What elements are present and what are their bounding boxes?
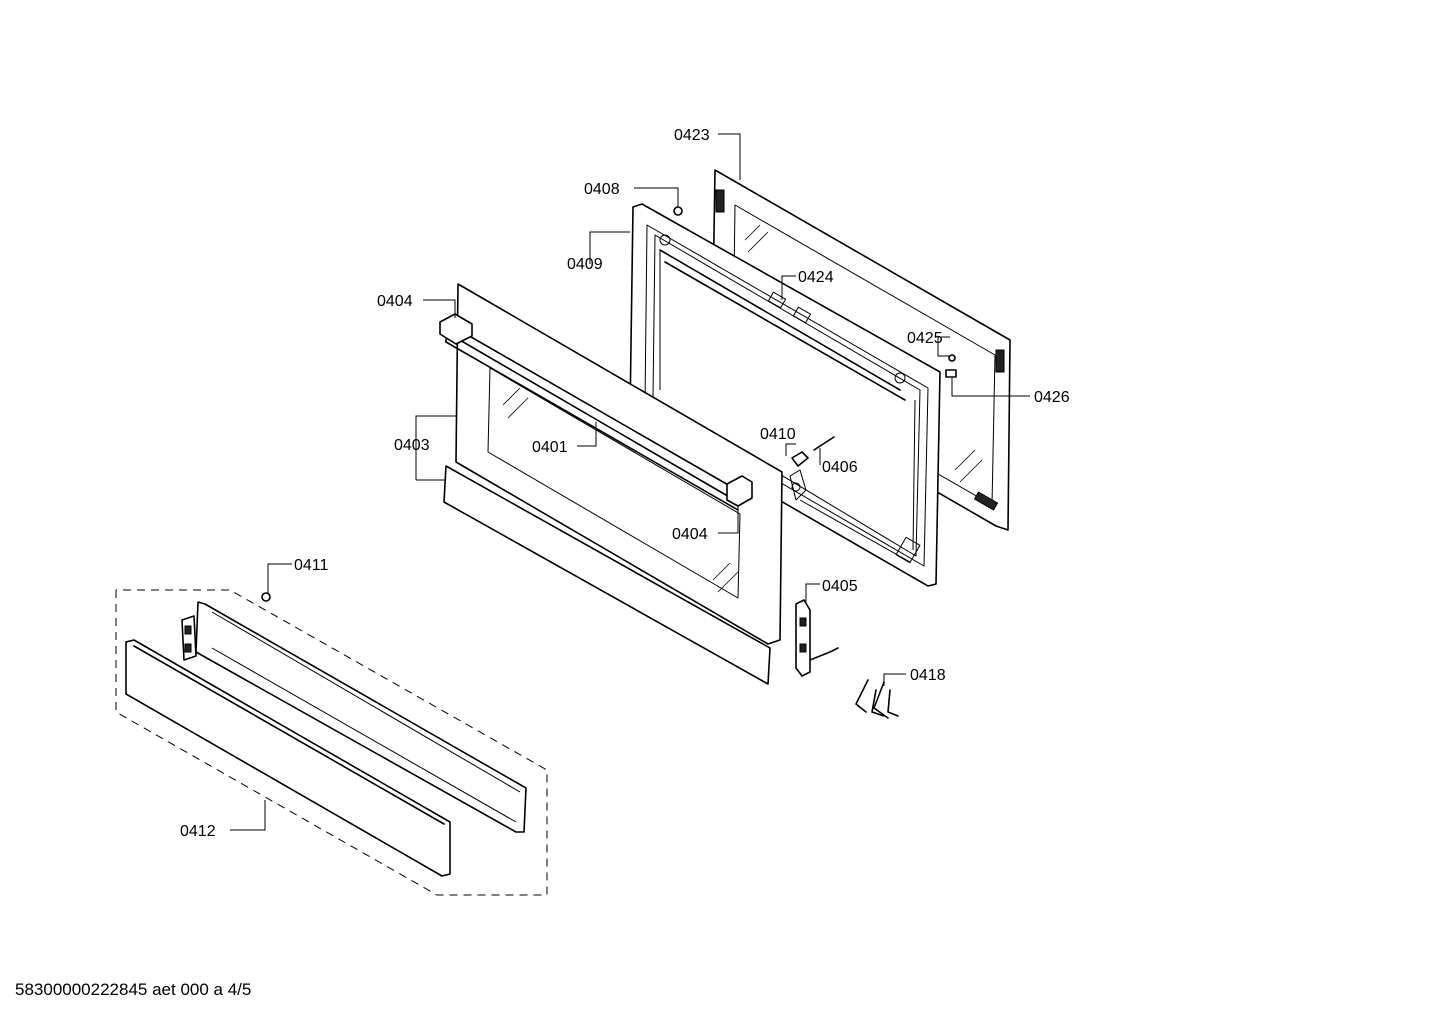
callout-0412: 0412 — [180, 823, 216, 840]
callout-0423: 0423 — [674, 127, 710, 144]
callout-0405: 0405 — [822, 578, 858, 595]
document-reference: 58300000222845 aet 000 a 4/5 — [15, 980, 252, 999]
callout-0426: 0426 — [1034, 389, 1070, 406]
callout-labels: 0423 0408 0409 0424 0404 0425 0426 0403 … — [180, 127, 1070, 840]
clip-0410 — [791, 451, 809, 467]
callout-0410: 0410 — [760, 426, 796, 443]
screw-0425 — [948, 354, 956, 362]
callout-0408: 0408 — [584, 181, 620, 198]
callout-0424: 0424 — [798, 269, 834, 286]
hinge-clips — [855, 679, 899, 719]
callout-0404-bottom: 0404 — [672, 526, 708, 543]
callout-0425: 0425 — [907, 330, 943, 347]
door-frame — [629, 203, 941, 587]
screw-0411 — [261, 592, 271, 602]
callout-0404-top: 0404 — [377, 293, 413, 310]
nut-0408 — [673, 206, 683, 216]
small-hardware — [261, 206, 957, 602]
clip-0426 — [945, 369, 957, 378]
callout-0406: 0406 — [822, 459, 858, 476]
door-handle — [439, 313, 753, 511]
callout-0411: 0411 — [294, 557, 329, 574]
callout-0401: 0401 — [532, 439, 568, 456]
callout-0403: 0403 — [394, 437, 430, 454]
outer-glass-door — [443, 283, 783, 685]
callout-0409: 0409 — [567, 256, 603, 273]
control-panel-assembly — [115, 589, 548, 896]
screw-0406 — [813, 436, 835, 451]
door-hinge — [795, 599, 839, 677]
leader-lines — [230, 133, 1030, 831]
callout-0418: 0418 — [910, 667, 946, 684]
